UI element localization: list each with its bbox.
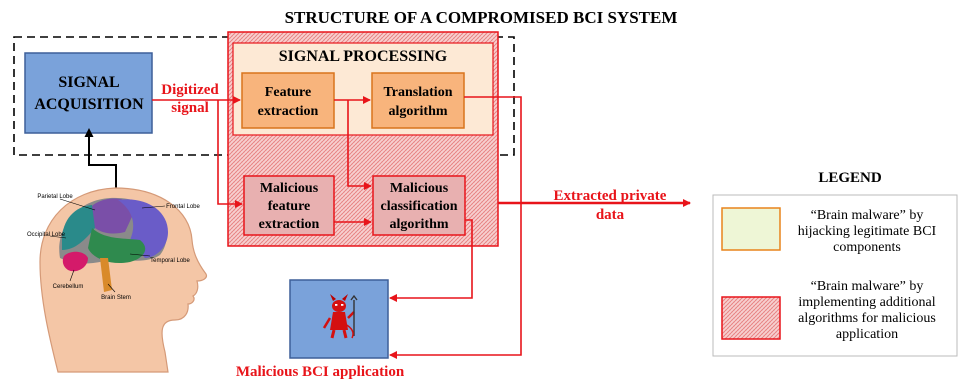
signal-acquisition-line1: SIGNAL xyxy=(58,74,119,91)
malicious-feature-line1: Malicious xyxy=(260,181,319,196)
digitized-label-line1: Digitized xyxy=(161,82,219,98)
legend-item1-line3: components xyxy=(833,240,901,255)
legend-swatch-additional xyxy=(721,296,781,340)
legend-item2-line4: application xyxy=(836,327,898,342)
malicious-classification-block xyxy=(372,175,466,236)
arrows xyxy=(152,96,522,359)
frontal-lobe xyxy=(118,199,168,258)
extracted-data-line1: Extracted private xyxy=(554,188,667,204)
label-temporal: Temporal Lobe xyxy=(150,258,190,264)
label-cerebellum: Cerebellum xyxy=(53,284,84,290)
extracted-data-line2: data xyxy=(596,207,625,223)
legend-item2-line2: implementing additional xyxy=(798,295,935,310)
translation-algorithm-block xyxy=(371,72,465,129)
legend: LEGEND “Brain malware” by hijacking legi… xyxy=(712,170,958,357)
arrow-brain-to-acquisition xyxy=(84,128,117,192)
signal-acquisition-line2: ACQUISITION xyxy=(34,96,144,113)
malicious-classification-line3: algorithm xyxy=(389,217,448,232)
malicious-feature-line3: extraction xyxy=(259,217,320,232)
legend-item1-line2: hijacking legitimate BCI xyxy=(798,224,937,239)
feature-extraction-block xyxy=(241,72,335,129)
label-occipital: Occipital Lobe xyxy=(27,232,66,238)
arrow-to-malicious-feature xyxy=(217,100,243,208)
arrow-translation-to-app xyxy=(389,96,522,359)
occipital-lobe xyxy=(62,205,95,250)
feature-extraction-line1: Feature xyxy=(265,85,311,100)
cerebellum xyxy=(62,251,88,272)
legend-item2-line1: “Brain malware” by xyxy=(811,279,924,294)
malicious-app xyxy=(289,279,389,359)
arrow-malclass-to-app xyxy=(389,219,473,302)
malicious-app-box xyxy=(289,279,389,359)
diagram-title: STRUCTURE OF A COMPROMISED BCI SYSTEM xyxy=(285,8,678,27)
parietal-lobe xyxy=(90,198,135,234)
label-parietal: Parietal Lobe xyxy=(37,194,73,200)
arrow-feature-to-malclass xyxy=(347,100,372,190)
label-brain-stem: Brain Stem xyxy=(101,295,131,301)
signal-processing-label: SIGNAL PROCESSING xyxy=(279,48,448,65)
translation-algorithm-line2: algorithm xyxy=(388,104,447,119)
legend-item1-line1: “Brain malware” by xyxy=(811,208,924,223)
head-illustration: Parietal Lobe Frontal Lobe Occipital Lob… xyxy=(27,187,208,373)
label-frontal: Frontal Lobe xyxy=(166,204,200,210)
malicious-classification-line1: Malicious xyxy=(390,181,449,196)
legend-item2-line3: algorithms for malicious xyxy=(798,311,936,326)
malicious-classification-line2: classification xyxy=(381,199,458,214)
malicious-app-label: Malicious BCI application xyxy=(236,364,405,380)
malicious-feature-line2: feature xyxy=(268,199,311,214)
devil-icon xyxy=(322,294,358,339)
signal-acquisition-block xyxy=(24,52,153,134)
legend-title: LEGEND xyxy=(818,170,882,186)
digitized-label-line2: signal xyxy=(171,100,209,116)
malicious-feature-extraction-block xyxy=(243,175,335,236)
brain-stem xyxy=(100,258,112,292)
feature-extraction-line2: extraction xyxy=(258,104,319,119)
translation-algorithm-line1: Translation xyxy=(384,85,453,100)
legend-swatch-hijack xyxy=(721,207,781,251)
